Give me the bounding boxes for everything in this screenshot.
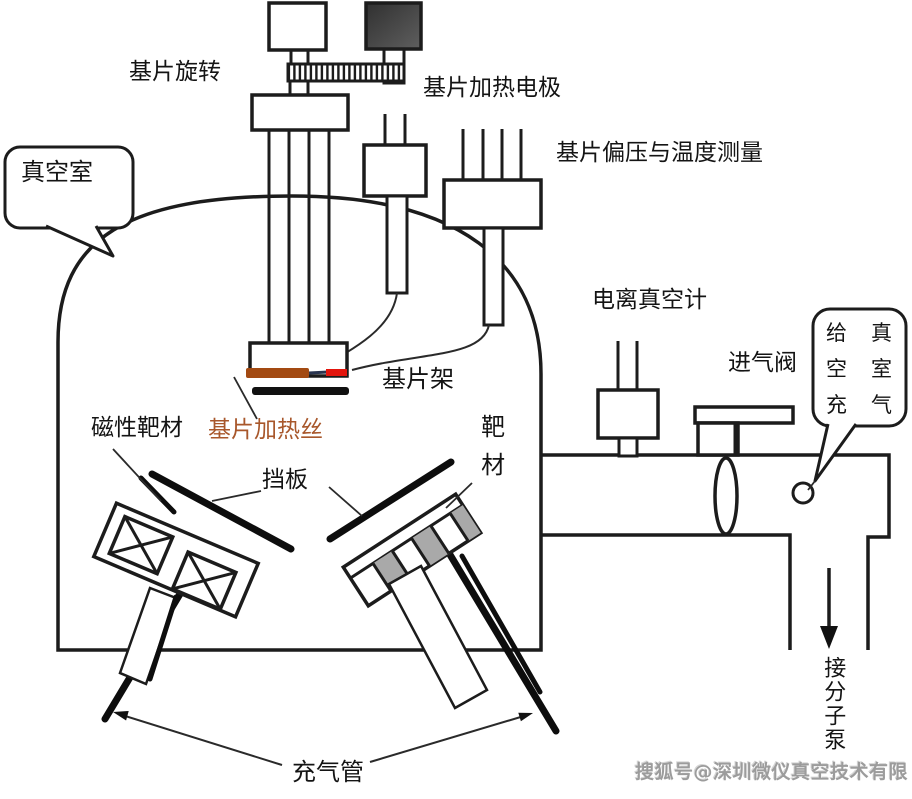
target-stripe: [411, 525, 449, 567]
left-support-tube: [118, 586, 178, 686]
inflate-bubble: [807, 307, 908, 491]
valve-disc: [713, 456, 739, 536]
bubble-text-row: 充气: [826, 393, 912, 417]
label-substrate-heating-wire: 基片加热丝: [208, 417, 323, 443]
label-magnetic-target: 磁性靶材: [91, 415, 183, 441]
left-shutter-plate: [148, 470, 295, 553]
substrate-plate: [252, 387, 349, 395]
label-substrate-bias-temperature: 基片偏压与温度测量: [556, 140, 763, 166]
label-substrate-holder: 基片架: [382, 365, 454, 393]
gas-tube-pointers: [113, 711, 533, 766]
pump-flow-arrowhead-icon: [820, 626, 838, 649]
gas-inlet-valve: [693, 405, 795, 536]
vacuum-chamber-bubble: [3, 145, 135, 258]
substrate-heating-electrode-feedthrough: [362, 114, 428, 295]
label-substrate-rotation: 基片旋转: [129, 59, 221, 85]
left-arrowhead-icon: [113, 711, 129, 721]
shaft-collar: [250, 93, 350, 132]
red-lead-segment: [326, 369, 347, 376]
rotation-motor-box: [364, 1, 423, 51]
left-magnetron: [91, 475, 261, 723]
blue-lead-segment: [308, 370, 329, 375]
label-to-molecular-pump: 接分子泵: [820, 656, 846, 752]
target-stripe: [450, 505, 481, 541]
gas-inlet-hole: [791, 481, 815, 505]
label-ionization-gauge: 电离真空计: [592, 287, 707, 313]
label-shutter: 挡板: [262, 467, 308, 493]
vacuum-chamber-outline: [56, 194, 543, 652]
right-arrowhead-icon: [518, 712, 533, 722]
substrate-holder: [246, 341, 349, 395]
right-magnetron: [340, 491, 560, 735]
magnet-coil-right: [170, 549, 239, 612]
bias-temperature-feedthrough: [442, 129, 543, 327]
right-gas-tube: [442, 544, 560, 735]
pump-duct: [541, 453, 891, 650]
ionization-gauge: [596, 341, 660, 458]
heating-wire-bar: [246, 368, 309, 378]
label-substrate-heating-electrode: 基片加热电极: [423, 75, 561, 101]
bubble-text-row: 空室: [826, 357, 912, 381]
bubble-text-row: 给真: [826, 321, 912, 345]
right-shutter-plate: [326, 458, 455, 543]
feedthrough-box: [267, 1, 328, 52]
label-gas-inlet-valve: 进气阀: [728, 350, 797, 376]
substrate-rotation-drive: [250, 1, 423, 344]
watermark-text: 搜狐号@深圳微仪真空技术有限: [635, 761, 909, 783]
right-support-tube: [387, 564, 489, 710]
label-leaders: [112, 376, 473, 517]
label-vacuum-chamber: 真空室: [21, 158, 93, 186]
bias-wire-lead: [351, 324, 490, 371]
label-gas-filling-tube: 充气管: [292, 758, 364, 786]
magnet-coil-left: [106, 514, 176, 577]
gear-rack: [286, 62, 406, 83]
label-target-material: 靶材: [476, 414, 505, 490]
